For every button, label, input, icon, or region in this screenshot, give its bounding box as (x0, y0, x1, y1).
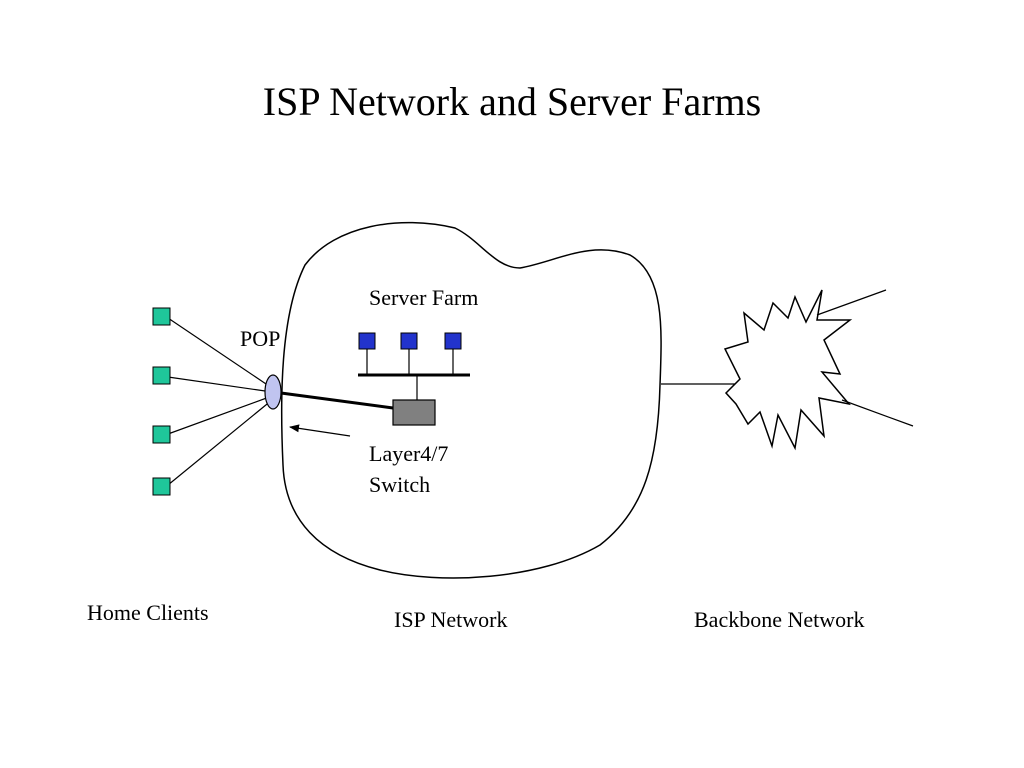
server-node-1 (358, 332, 376, 350)
server-farm-label: Server Farm (369, 285, 478, 310)
server-node-2 (400, 332, 418, 350)
slide-title: ISP Network and Server Farms (263, 79, 761, 124)
pop-switch-link (280, 391, 394, 410)
home-clients-label: Home Clients (87, 600, 209, 625)
pop-pointer-arrow (289, 424, 351, 437)
backbone-link-bottom (841, 399, 914, 427)
client-link-4 (167, 399, 273, 486)
client-link-2 (167, 376, 273, 393)
client-link-1 (167, 317, 273, 389)
home-client-node-1 (152, 307, 171, 326)
switch-label-line2: Switch (369, 472, 430, 497)
isp-network-cloud (280, 221, 662, 579)
switch-label-line1: Layer4/7 (369, 441, 448, 466)
backbone-network-star (723, 289, 853, 451)
home-client-node-3 (152, 425, 171, 444)
pop-label: POP (240, 326, 280, 351)
home-client-node-2 (152, 366, 171, 385)
server-node-3 (444, 332, 462, 350)
backbone-network-label: Backbone Network (694, 607, 864, 632)
layer4-7-switch (392, 399, 436, 426)
backbone-link-top (816, 289, 887, 316)
isp-network-label: ISP Network (394, 607, 507, 632)
pop-node (264, 374, 282, 410)
home-client-node-4 (152, 477, 171, 496)
client-link-3 (167, 395, 273, 435)
